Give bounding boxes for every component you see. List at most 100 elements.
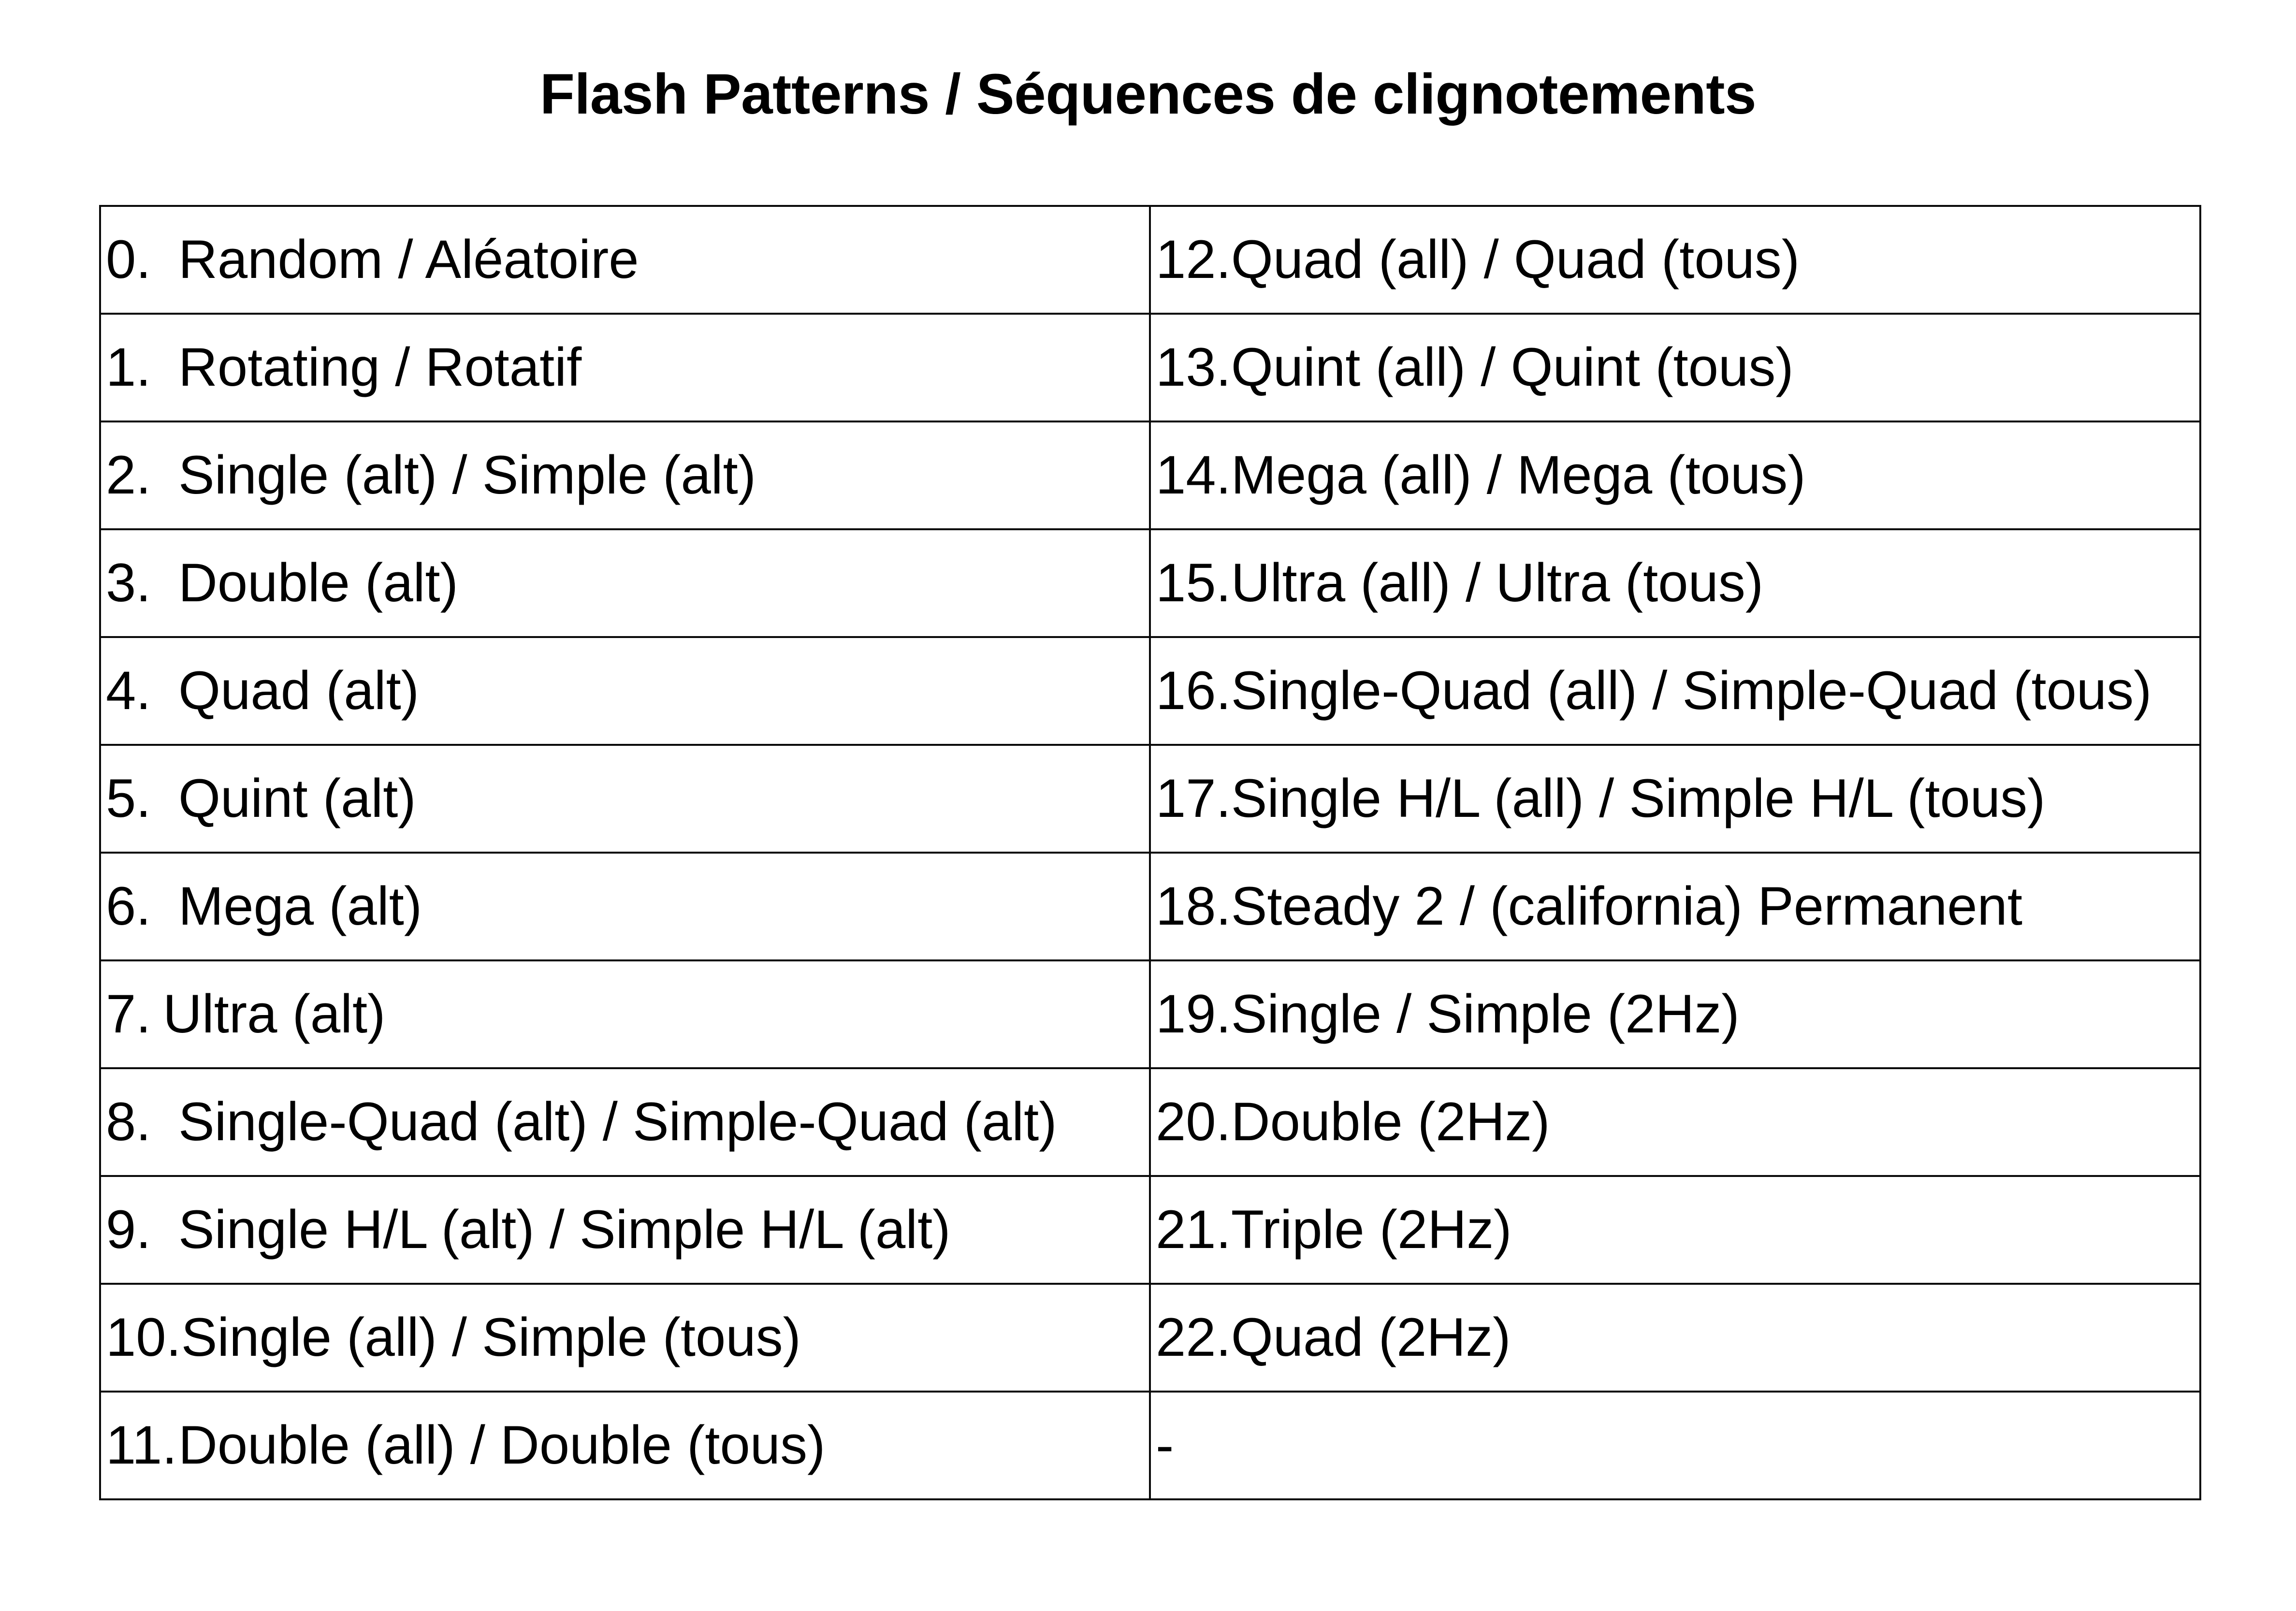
pattern-number: 4. xyxy=(106,660,151,721)
pattern-entry: 19. Single / Simple (2Hz) xyxy=(1156,984,2198,1045)
pattern-label: Rotating / Rotatif xyxy=(178,337,582,398)
pattern-label: Single / Simple (2Hz) xyxy=(1231,984,1740,1045)
table-cell-right: 18. Steady 2 / (california) Permanent xyxy=(1149,852,2201,961)
pattern-number: 2. xyxy=(106,445,151,506)
pattern-number: 16. xyxy=(1156,660,1231,721)
table-cell-right: 15. Ultra (all) / Ultra (tous) xyxy=(1149,528,2201,638)
pattern-entry: 14. Mega (all) / Mega (tous) xyxy=(1156,445,2198,506)
table-row: 3. Double (alt) 15. Ultra (all) / Ultra … xyxy=(99,528,2201,638)
pattern-entry: 9. Single H/L (alt) / Simple H/L (alt) xyxy=(106,1199,1148,1260)
pattern-label: Double (2Hz) xyxy=(1231,1091,1550,1152)
pattern-number: 3. xyxy=(106,552,151,613)
table-cell-right: 21. Triple (2Hz) xyxy=(1149,1175,2201,1285)
table-row: 5. Quint (alt) 17. Single H/L (all) / Si… xyxy=(99,744,2201,854)
pattern-placeholder-dash: - xyxy=(1156,1415,1174,1476)
pattern-entry: 8. Single-Quad (alt) / Simple-Quad (alt) xyxy=(106,1091,1148,1152)
pattern-label: Single-Quad (all) / Simple-Quad (tous) xyxy=(1231,660,2152,721)
pattern-entry: 16. Single-Quad (all) / Simple-Quad (tou… xyxy=(1156,660,2198,721)
pattern-label: Ultra (alt) xyxy=(163,984,386,1045)
pattern-label: Mega (all) / Mega (tous) xyxy=(1231,445,1806,506)
table-cell-right: 17. Single H/L (all) / Simple H/L (tous) xyxy=(1149,744,2201,854)
table-row: 0. Random / Aléatoire 12. Quad (all) / Q… xyxy=(99,205,2201,315)
page-title: Flash Patterns / Séquences de clignoteme… xyxy=(539,62,1757,126)
table-cell-right: 19. Single / Simple (2Hz) xyxy=(1149,959,2201,1069)
table-cell-left: 8. Single-Quad (alt) / Simple-Quad (alt) xyxy=(99,1067,1151,1177)
pattern-number: 9. xyxy=(106,1199,151,1260)
pattern-label: Steady 2 / (california) Permanent xyxy=(1231,876,2022,937)
table-row: 11. Double (all) / Double (tous) - xyxy=(99,1391,2201,1500)
pattern-entry: 18. Steady 2 / (california) Permanent xyxy=(1156,876,2198,937)
pattern-label: Single H/L (alt) / Simple H/L (alt) xyxy=(178,1199,951,1260)
pattern-number: 13. xyxy=(1156,337,1231,398)
table-cell-right: 12. Quad (all) / Quad (tous) xyxy=(1149,205,2201,315)
pattern-entry: 3. Double (alt) xyxy=(106,552,1148,613)
table-cell-left: 1. Rotating / Rotatif xyxy=(99,313,1151,422)
table-cell-left: 0. Random / Aléatoire xyxy=(99,205,1151,315)
pattern-number: 5. xyxy=(106,768,151,829)
table-cell-left: 6. Mega (alt) xyxy=(99,852,1151,961)
pattern-entry: 2. Single (alt) / Simple (alt) xyxy=(106,445,1148,506)
table-row: 10. Single (all) / Simple (tous) 22. Qua… xyxy=(99,1283,2201,1393)
pattern-number: 14. xyxy=(1156,445,1231,506)
table-row: 9. Single H/L (alt) / Simple H/L (alt) 2… xyxy=(99,1175,2201,1285)
pattern-entry: 17. Single H/L (all) / Simple H/L (tous) xyxy=(1156,768,2198,829)
pattern-entry: 11. Double (all) / Double (tous) xyxy=(106,1415,1148,1476)
pattern-number: 11. xyxy=(106,1415,177,1476)
pattern-number: 15. xyxy=(1156,552,1231,613)
pattern-entry: 21. Triple (2Hz) xyxy=(1156,1199,2198,1260)
table-row: 4. Quad (alt) 16. Single-Quad (all) / Si… xyxy=(99,636,2201,746)
table-cell-left: 10. Single (all) / Simple (tous) xyxy=(99,1283,1151,1393)
table-row: 8. Single-Quad (alt) / Simple-Quad (alt)… xyxy=(99,1067,2201,1177)
pattern-entry: 13. Quint (all) / Quint (tous) xyxy=(1156,337,2198,398)
pattern-label: Single (all) / Simple (tous) xyxy=(181,1307,801,1368)
table-cell-right: 22. Quad (2Hz) xyxy=(1149,1283,2201,1393)
pattern-label: Double (alt) xyxy=(178,552,458,613)
table-cell-left: 11. Double (all) / Double (tous) xyxy=(99,1391,1151,1500)
pattern-label: Ultra (all) / Ultra (tous) xyxy=(1231,552,1764,613)
pattern-number: 12. xyxy=(1156,229,1231,290)
table-cell-right: 20. Double (2Hz) xyxy=(1149,1067,2201,1177)
pattern-label: Quint (all) / Quint (tous) xyxy=(1231,337,1794,398)
table-cell-left: 3. Double (alt) xyxy=(99,528,1151,638)
pattern-entry: 5. Quint (alt) xyxy=(106,768,1148,829)
pattern-label: Quint (alt) xyxy=(178,768,416,829)
pattern-label: Triple (2Hz) xyxy=(1231,1199,1512,1260)
table-row: 6. Mega (alt) 18. Steady 2 / (california… xyxy=(99,852,2201,961)
pattern-entry: 7. Ultra (alt) xyxy=(106,984,1148,1045)
pattern-entry: 22. Quad (2Hz) xyxy=(1156,1307,2198,1368)
pattern-entry: 0. Random / Aléatoire xyxy=(106,231,1148,289)
table-body: 0. Random / Aléatoire 12. Quad (all) / Q… xyxy=(99,205,2201,1500)
table-cell-left: 7. Ultra (alt) xyxy=(99,959,1151,1069)
pattern-label: Single H/L (all) / Simple H/L (tous) xyxy=(1231,768,2046,829)
table-cell-left: 2. Single (alt) / Simple (alt) xyxy=(99,421,1151,530)
pattern-entry: 12. Quad (all) / Quad (tous) xyxy=(1156,229,2198,290)
table-row: 7. Ultra (alt) 19. Single / Simple (2Hz) xyxy=(99,959,2201,1069)
flash-patterns-table: 0. Random / Aléatoire 12. Quad (all) / Q… xyxy=(99,205,2201,1500)
pattern-label: Quad (all) / Quad (tous) xyxy=(1231,229,1800,290)
pattern-number: 22. xyxy=(1156,1307,1231,1368)
table-cell-right: 14. Mega (all) / Mega (tous) xyxy=(1149,421,2201,530)
pattern-number: 10. xyxy=(106,1307,181,1368)
pattern-label: Single-Quad (alt) / Simple-Quad (alt) xyxy=(178,1091,1057,1152)
table-row: 2. Single (alt) / Simple (alt) 14. Mega … xyxy=(99,421,2201,530)
pattern-number: 21. xyxy=(1156,1199,1231,1260)
pattern-number: 19. xyxy=(1156,984,1231,1045)
pattern-number: 1. xyxy=(106,337,151,398)
table-cell-right: 16. Single-Quad (all) / Simple-Quad (tou… xyxy=(1149,636,2201,746)
pattern-label: Quad (alt) xyxy=(178,660,419,721)
table-row: 1. Rotating / Rotatif 13. Quint (all) / … xyxy=(99,313,2201,422)
pattern-entry: 20. Double (2Hz) xyxy=(1156,1091,2198,1152)
pattern-label: Double (all) / Double (tous) xyxy=(178,1415,826,1476)
pattern-number: 7. xyxy=(106,984,151,1045)
table-cell-left: 9. Single H/L (alt) / Simple H/L (alt) xyxy=(99,1175,1151,1285)
pattern-label: Quad (2Hz) xyxy=(1231,1307,1511,1368)
pattern-number: 17. xyxy=(1156,768,1231,829)
pattern-label: Single (alt) / Simple (alt) xyxy=(178,445,756,506)
pattern-entry: 10. Single (all) / Simple (tous) xyxy=(106,1307,1148,1368)
pattern-number: 8. xyxy=(106,1091,151,1152)
pattern-number: 18. xyxy=(1156,876,1231,937)
table-cell-right: 13. Quint (all) / Quint (tous) xyxy=(1149,313,2201,422)
pattern-entry: 6. Mega (alt) xyxy=(106,877,1148,935)
pattern-entry-empty: - xyxy=(1156,1415,2198,1476)
